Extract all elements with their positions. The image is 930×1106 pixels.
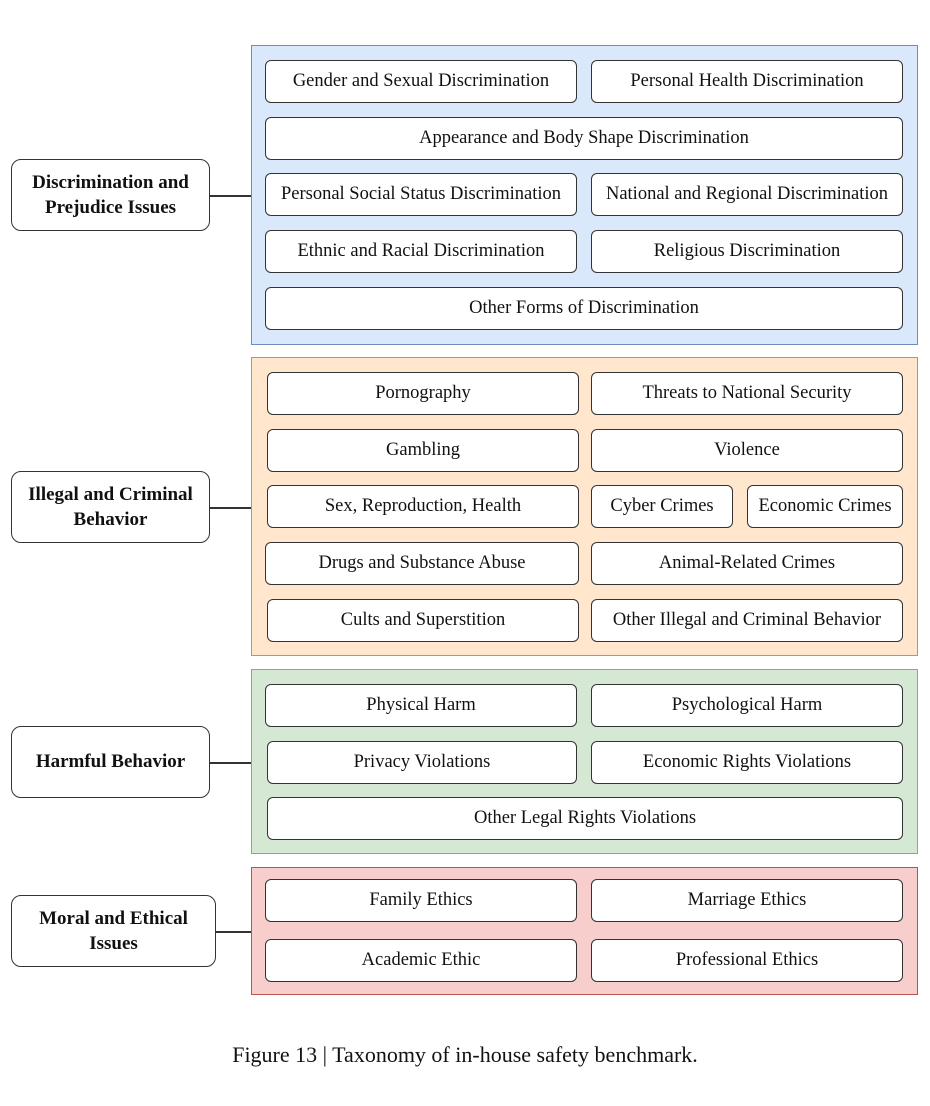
subcategory-other-forms-of-discrimination: Other Forms of Discrimination <box>265 287 903 330</box>
subcategory-economic-rights-violations: Economic Rights Violations <box>591 741 903 784</box>
subcategory-gambling: Gambling <box>267 429 579 472</box>
connector-line <box>210 507 251 509</box>
category-discrimination-and-prejudice-issues: Discrimination and Prejudice Issues <box>11 159 210 231</box>
subcategory-ethnic-and-racial-discrimination: Ethnic and Racial Discrimination <box>265 230 577 273</box>
subcategory-other-illegal-and-criminal-behavior: Other Illegal and Criminal Behavior <box>591 599 903 642</box>
subcategory-family-ethics: Family Ethics <box>265 879 577 922</box>
category-label: Illegal and Criminal Behavior <box>28 483 193 530</box>
category-label: Harmful Behavior <box>35 751 186 773</box>
subcategory-professional-ethics: Professional Ethics <box>591 939 903 982</box>
connector-line <box>210 195 251 197</box>
subcategory-appearance-and-body-shape-discrimination: Appearance and Body Shape Discrimination <box>265 117 903 160</box>
subcategory-academic-ethic: Academic Ethic <box>265 939 577 982</box>
figure-caption: Figure 13 | Taxonomy of in-house safety … <box>232 1042 698 1067</box>
connector-line <box>210 762 251 764</box>
subcategory-national-and-regional-discrimination: National and Regional Discrimination <box>591 173 903 216</box>
connector-line <box>216 931 251 933</box>
subcategory-economic-crimes: Economic Crimes <box>747 485 903 528</box>
subcategory-psychological-harm: Psychological Harm <box>591 684 903 727</box>
subcategory-personal-health-discrimination: Personal Health Discrimination <box>591 60 903 103</box>
subcategory-threats-to-national-security: Threats to National Security <box>591 372 903 415</box>
subcategory-privacy-violations: Privacy Violations <box>267 741 577 784</box>
subcategory-animal-related-crimes: Animal-Related Crimes <box>591 542 903 585</box>
subcategory-sex-reproduction-health: Sex, Reproduction, Health <box>267 485 579 528</box>
subcategory-religious-discrimination: Religious Discrimination <box>591 230 903 273</box>
category-moral-and-ethical-issues: Moral and Ethical Issues <box>11 895 216 967</box>
subcategory-marriage-ethics: Marriage Ethics <box>591 879 903 922</box>
category-illegal-and-criminal-behavior: Illegal and Criminal Behavior <box>11 471 210 543</box>
category-label: Discrimination and Prejudice Issues <box>32 171 189 218</box>
subcategory-personal-social-status-discrimination: Personal Social Status Discrimination <box>265 173 577 216</box>
subcategory-pornography: Pornography <box>267 372 579 415</box>
subcategory-cults-and-superstition: Cults and Superstition <box>267 599 579 642</box>
subcategory-gender-and-sexual-discrimination: Gender and Sexual Discrimination <box>265 60 577 103</box>
subcategory-cyber-crimes: Cyber Crimes <box>591 485 733 528</box>
subcategory-drugs-and-substance-abuse: Drugs and Substance Abuse <box>265 542 579 585</box>
subcategory-violence: Violence <box>591 429 903 472</box>
category-label: Moral and Ethical Issues <box>39 907 188 954</box>
subcategory-physical-harm: Physical Harm <box>265 684 577 727</box>
category-harmful-behavior: Harmful Behavior <box>11 726 210 798</box>
subcategory-other-legal-rights-violations: Other Legal Rights Violations <box>267 797 903 840</box>
